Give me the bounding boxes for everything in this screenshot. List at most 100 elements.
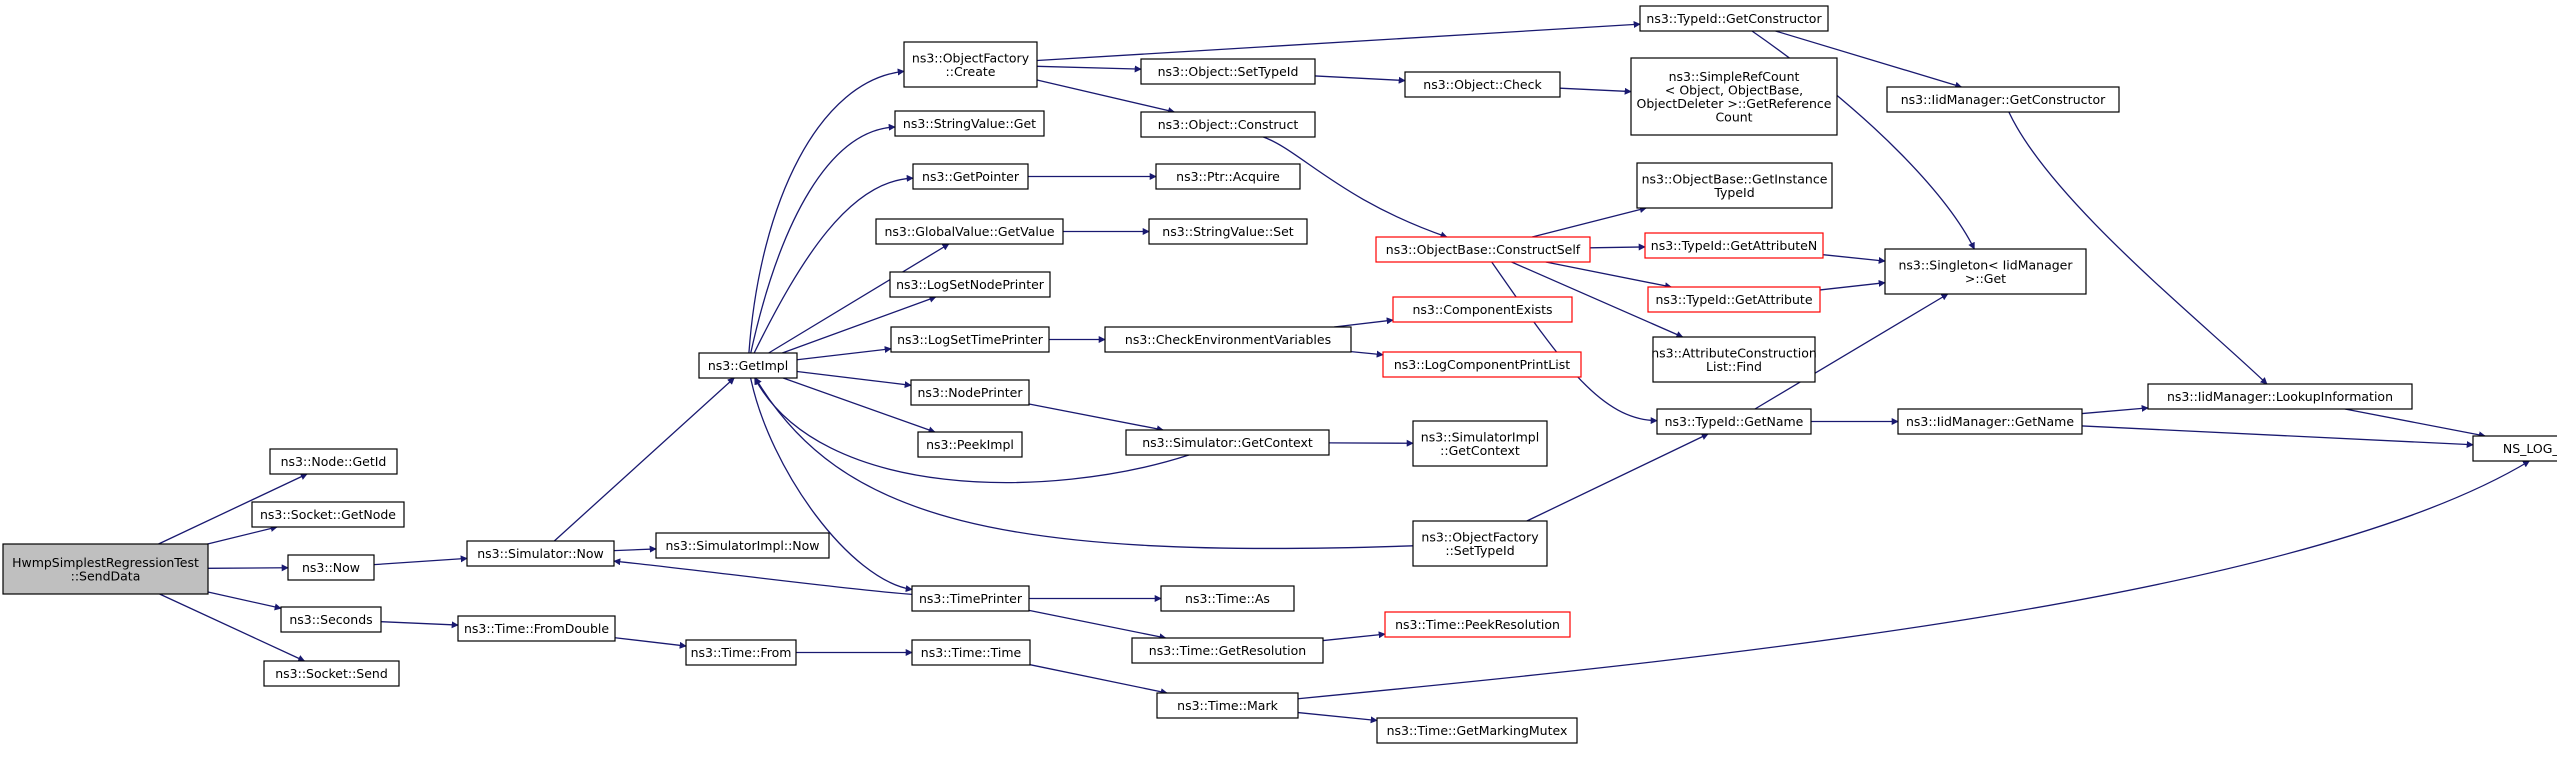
node-label: ::SendData [71, 568, 141, 583]
node-label: ns3::LogSetTimePrinter [897, 332, 1044, 347]
node-nodeprinter[interactable]: ns3::NodePrinter [911, 380, 1029, 405]
node-typeid-getname[interactable]: ns3::TypeId::GetName [1657, 409, 1811, 434]
edge-objbase_constructself-to-objbase_getinstancetypeid [1532, 208, 1646, 237]
node-label: ns3::Node::GetId [281, 454, 387, 469]
node-getpointer[interactable]: ns3::GetPointer [913, 164, 1028, 189]
edge-timeprinter-to-sim_now [614, 561, 912, 594]
edge-sim_now-to-getimpl [554, 378, 734, 541]
node-logsetnodeprinter[interactable]: ns3::LogSetNodePrinter [890, 272, 1050, 297]
node-time-mark[interactable]: ns3::Time::Mark [1157, 693, 1298, 718]
node-sim-getcontext[interactable]: ns3::Simulator::GetContext [1126, 430, 1329, 455]
node-label: ns3::Object::SetTypeId [1158, 64, 1299, 79]
node-socket-send[interactable]: ns3::Socket::Send [264, 661, 399, 686]
node-objbase-constructself[interactable]: ns3::ObjectBase::ConstructSelf [1376, 237, 1590, 262]
node-typeid-getattributen[interactable]: ns3::TypeId::GetAttributeN [1645, 233, 1823, 258]
node-seconds[interactable]: ns3::Seconds [281, 607, 381, 632]
node-label: ns3::Object::Construct [1158, 117, 1299, 132]
edge-nodeprinter-to-sim_getcontext [1029, 404, 1163, 430]
edge-objbase_constructself-to-typeid_getname [1492, 262, 1657, 421]
node-typeid-getconstructor[interactable]: ns3::TypeId::GetConstructor [1640, 6, 1828, 31]
node-socket-getnode[interactable]: ns3::Socket::GetNode [252, 502, 404, 527]
node-label: ns3::LogSetNodePrinter [896, 277, 1045, 292]
edge-object_check-to-simplerefcount [1560, 88, 1631, 91]
node-label: ::GetContext [1440, 443, 1520, 458]
edge-iidmanager_getconstructor-to-iidmanager_lookupinfo [2009, 112, 2267, 384]
node-label: Count [1715, 109, 1752, 124]
node-label: ns3::TypeId::GetAttribute [1655, 292, 1812, 307]
node-label: >::Get [1965, 271, 2006, 286]
node-label: ::SetTypeId [1445, 543, 1514, 558]
node-label: ns3::Time::From [691, 645, 792, 660]
node-label: ns3::NodePrinter [917, 385, 1023, 400]
node-iidmanager-getconstructor[interactable]: ns3::IidManager::GetConstructor [1887, 87, 2119, 112]
node-label: ns3::Time::As [1185, 591, 1270, 606]
edge-object_settypeid-to-object_check [1315, 76, 1405, 81]
node-iidmanager-lookupinfo[interactable]: ns3::IidManager::LookupInformation [2148, 384, 2412, 409]
node-label: ns3::CheckEnvironmentVariables [1125, 332, 1331, 347]
node-object-check[interactable]: ns3::Object::Check [1405, 72, 1560, 97]
edge-iidmanager_getname-to-iidmanager_lookupinfo [2082, 408, 2148, 414]
node-root[interactable]: HwmpSimplestRegressionTest::SendData [3, 544, 208, 594]
node-logsettimeprinter[interactable]: ns3::LogSetTimePrinter [891, 327, 1049, 352]
node-ptr-acquire[interactable]: ns3::Ptr::Acquire [1156, 164, 1300, 189]
node-label: ns3::StringValue::Set [1162, 224, 1293, 239]
node-simimpl-getcontext[interactable]: ns3::SimulatorImpl::GetContext [1413, 421, 1547, 466]
edge-iidmanager_getname-to-ns_log_logic [2082, 426, 2473, 445]
node-label: ns3::Time::GetResolution [1149, 643, 1306, 658]
node-typeid-getattribute[interactable]: ns3::TypeId::GetAttribute [1648, 287, 1820, 312]
edge-getimpl-to-nodeprinter [797, 371, 911, 385]
node-time-getmarkingmutex[interactable]: ns3::Time::GetMarkingMutex [1377, 718, 1577, 743]
edge-time_getresolution-to-time_peekresolution [1323, 634, 1385, 640]
node-label: ns3::StringValue::Get [903, 116, 1036, 131]
node-simimpl-now[interactable]: ns3::SimulatorImpl::Now [656, 533, 829, 558]
node-stringvalue-get[interactable]: ns3::StringValue::Get [895, 111, 1044, 136]
node-node-getid[interactable]: ns3::Node::GetId [270, 449, 397, 474]
node-time-fromdouble[interactable]: ns3::Time::FromDouble [458, 616, 615, 641]
node-time-from[interactable]: ns3::Time::From [686, 640, 796, 665]
edge-root-to-seconds [208, 592, 281, 608]
node-label: ns3::Socket::GetNode [260, 507, 396, 522]
node-object-settypeid[interactable]: ns3::Object::SetTypeId [1141, 59, 1315, 84]
node-label: ns3::SimulatorImpl::Now [665, 538, 819, 553]
edge-getimpl-to-logsettimeprinter [797, 349, 891, 360]
node-stringvalue-set[interactable]: ns3::StringValue::Set [1149, 219, 1307, 244]
node-singleton-get[interactable]: ns3::Singleton< IidManager>::Get [1885, 249, 2086, 294]
edge-checkenv-to-logcompprintlist [1351, 352, 1383, 355]
node-timeprinter[interactable]: ns3::TimePrinter [912, 586, 1029, 611]
node-time-getresolution[interactable]: ns3::Time::GetResolution [1132, 638, 1323, 663]
edge-objfactory_create-to-object_settypeid [1037, 66, 1141, 69]
node-label: TypeId [1713, 185, 1754, 200]
node-globalvalue-getvalue[interactable]: ns3::GlobalValue::GetValue [876, 219, 1063, 244]
node-objfactory-create[interactable]: ns3::ObjectFactory::Create [904, 42, 1037, 87]
nodes: HwmpSimplestRegressionTest::SendDatans3:… [3, 6, 2557, 743]
edge-iidmanager_lookupinfo-to-ns_log_logic [2345, 409, 2485, 436]
node-object-construct[interactable]: ns3::Object::Construct [1141, 112, 1315, 137]
node-checkenv[interactable]: ns3::CheckEnvironmentVariables [1105, 327, 1351, 352]
node-componentexists[interactable]: ns3::ComponentExists [1393, 297, 1572, 322]
node-getimpl[interactable]: ns3::GetImpl [699, 353, 797, 378]
node-label: NS_LOG_LOGIC [2503, 441, 2557, 456]
node-time-time[interactable]: ns3::Time::Time [912, 640, 1030, 665]
node-peekimpl[interactable]: ns3::PeekImpl [918, 432, 1022, 457]
edge-seconds-to-time_fromdouble [381, 622, 458, 625]
node-simplerefcount[interactable]: ns3::SimpleRefCount< Object, ObjectBase,… [1631, 58, 1837, 135]
node-sim-now[interactable]: ns3::Simulator::Now [467, 541, 614, 566]
node-iidmanager-getname[interactable]: ns3::IidManager::GetName [1898, 409, 2082, 434]
node-logcompprintlist[interactable]: ns3::LogComponentPrintList [1383, 352, 1581, 377]
node-objfactory-settypeid[interactable]: ns3::ObjectFactory::SetTypeId [1413, 521, 1547, 566]
node-ns-log-logic[interactable]: NS_LOG_LOGIC [2473, 436, 2557, 461]
edge-timeprinter-to-time_getresolution [1029, 610, 1166, 638]
node-label: ns3::GlobalValue::GetValue [884, 224, 1054, 239]
node-label: ns3::Time::Mark [1177, 698, 1278, 713]
edge-time_mark-to-time_getmarkingmutex [1298, 713, 1377, 721]
node-time-peekresolution[interactable]: ns3::Time::PeekResolution [1385, 612, 1570, 637]
node-label: ns3::PeekImpl [926, 437, 1014, 452]
node-label: ns3::IidManager::GetName [1906, 414, 2074, 429]
node-label: ns3::Now [302, 560, 360, 575]
node-label: ns3::Simulator::Now [477, 546, 604, 561]
node-time-as[interactable]: ns3::Time::As [1161, 586, 1294, 611]
node-now[interactable]: ns3::Now [288, 555, 374, 580]
